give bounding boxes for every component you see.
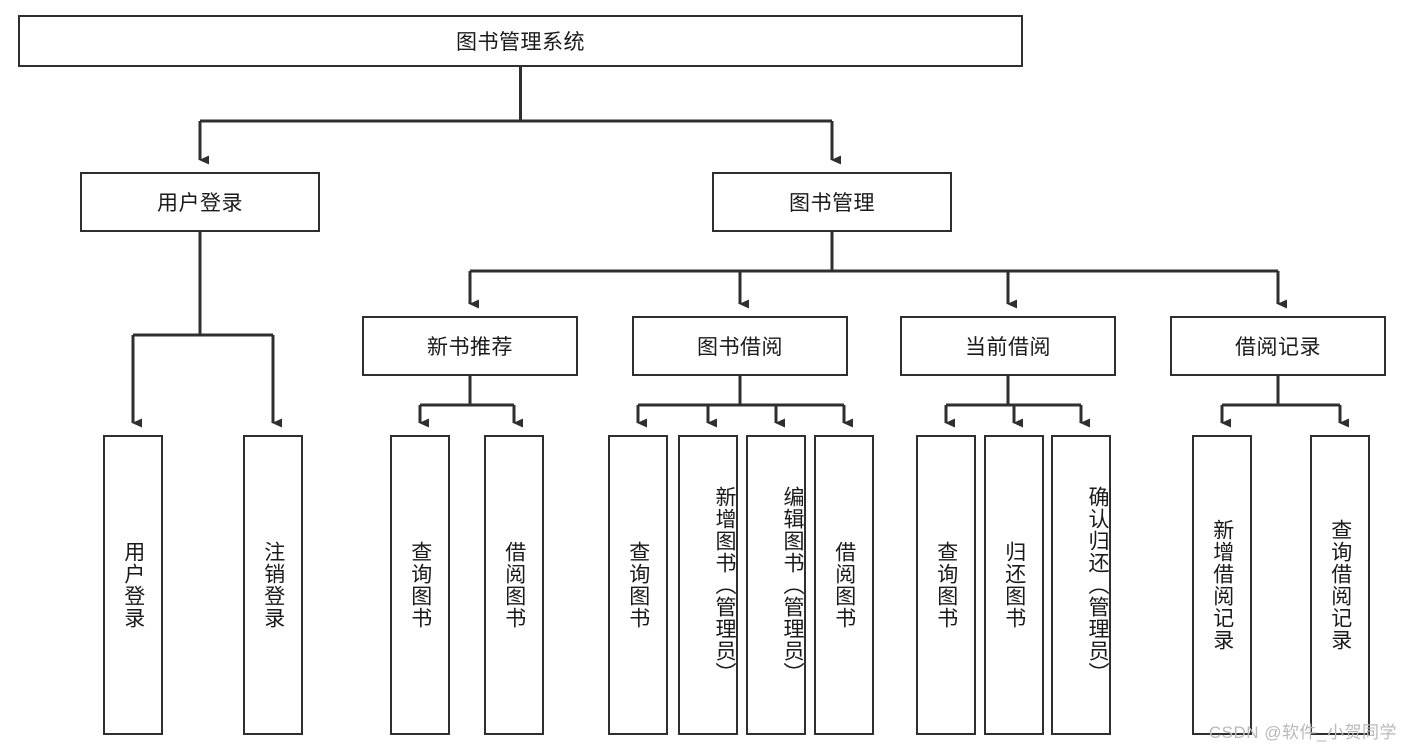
node-leaf-query-book-current-label: 查询图书 bbox=[934, 541, 958, 629]
node-leaf-query-book-borrow[interactable]: 查询图书 bbox=[608, 435, 668, 735]
node-borrow-record-label: 借阅记录 bbox=[1235, 336, 1321, 359]
node-current-borrow[interactable]: 当前借阅 bbox=[900, 316, 1116, 376]
node-leaf-add-book[interactable]: 新增图书（管理员） bbox=[678, 435, 738, 735]
node-new-book-recommend-label: 新书推荐 bbox=[427, 336, 513, 359]
node-leaf-logout[interactable]: 注销登录 bbox=[243, 435, 303, 735]
node-new-book-recommend[interactable]: 新书推荐 bbox=[362, 316, 578, 376]
node-leaf-borrow-book-recommend-label: 借阅图书 bbox=[502, 541, 526, 629]
node-leaf-add-book-label: 新增图书（管理员） bbox=[713, 486, 736, 684]
node-leaf-query-borrow-record-label: 查询借阅记录 bbox=[1328, 519, 1352, 651]
node-leaf-borrow-book[interactable]: 借阅图书 bbox=[814, 435, 874, 735]
node-leaf-edit-book[interactable]: 编辑图书（管理员） bbox=[746, 435, 806, 735]
node-root-label: 图书管理系统 bbox=[456, 31, 585, 54]
node-leaf-return-book[interactable]: 归还图书 bbox=[984, 435, 1044, 735]
node-leaf-confirm-return-label: 确认归还（管理员） bbox=[1086, 486, 1109, 684]
node-leaf-user-login[interactable]: 用户登录 bbox=[103, 435, 163, 735]
node-leaf-borrow-book-label: 借阅图书 bbox=[832, 541, 856, 629]
node-leaf-add-borrow-record[interactable]: 新增借阅记录 bbox=[1192, 435, 1252, 735]
node-leaf-query-borrow-record[interactable]: 查询借阅记录 bbox=[1310, 435, 1370, 735]
node-leaf-confirm-return[interactable]: 确认归还（管理员） bbox=[1051, 435, 1111, 735]
node-leaf-add-borrow-record-label: 新增借阅记录 bbox=[1210, 519, 1234, 651]
node-borrow-record[interactable]: 借阅记录 bbox=[1170, 316, 1386, 376]
node-leaf-query-book-current[interactable]: 查询图书 bbox=[916, 435, 976, 735]
node-leaf-return-book-label: 归还图书 bbox=[1002, 541, 1026, 629]
node-leaf-query-book-recommend[interactable]: 查询图书 bbox=[390, 435, 450, 735]
node-current-borrow-label: 当前借阅 bbox=[965, 336, 1051, 359]
node-user-login-label: 用户登录 bbox=[157, 192, 243, 215]
node-book-borrow[interactable]: 图书借阅 bbox=[632, 316, 848, 376]
node-user-login[interactable]: 用户登录 bbox=[80, 172, 320, 232]
node-leaf-query-book-recommend-label: 查询图书 bbox=[408, 541, 432, 629]
node-leaf-query-book-borrow-label: 查询图书 bbox=[626, 541, 650, 629]
node-book-management[interactable]: 图书管理 bbox=[712, 172, 952, 232]
node-book-management-label: 图书管理 bbox=[789, 192, 875, 215]
node-leaf-user-login-label: 用户登录 bbox=[121, 541, 145, 629]
csdn-watermark: CSDN @软件_小贺同学 bbox=[1208, 723, 1397, 742]
node-leaf-borrow-book-recommend[interactable]: 借阅图书 bbox=[484, 435, 544, 735]
node-root[interactable]: 图书管理系统 bbox=[18, 15, 1023, 67]
node-book-borrow-label: 图书借阅 bbox=[697, 336, 783, 359]
node-leaf-edit-book-label: 编辑图书（管理员） bbox=[781, 486, 804, 684]
node-leaf-logout-label: 注销登录 bbox=[261, 541, 285, 629]
